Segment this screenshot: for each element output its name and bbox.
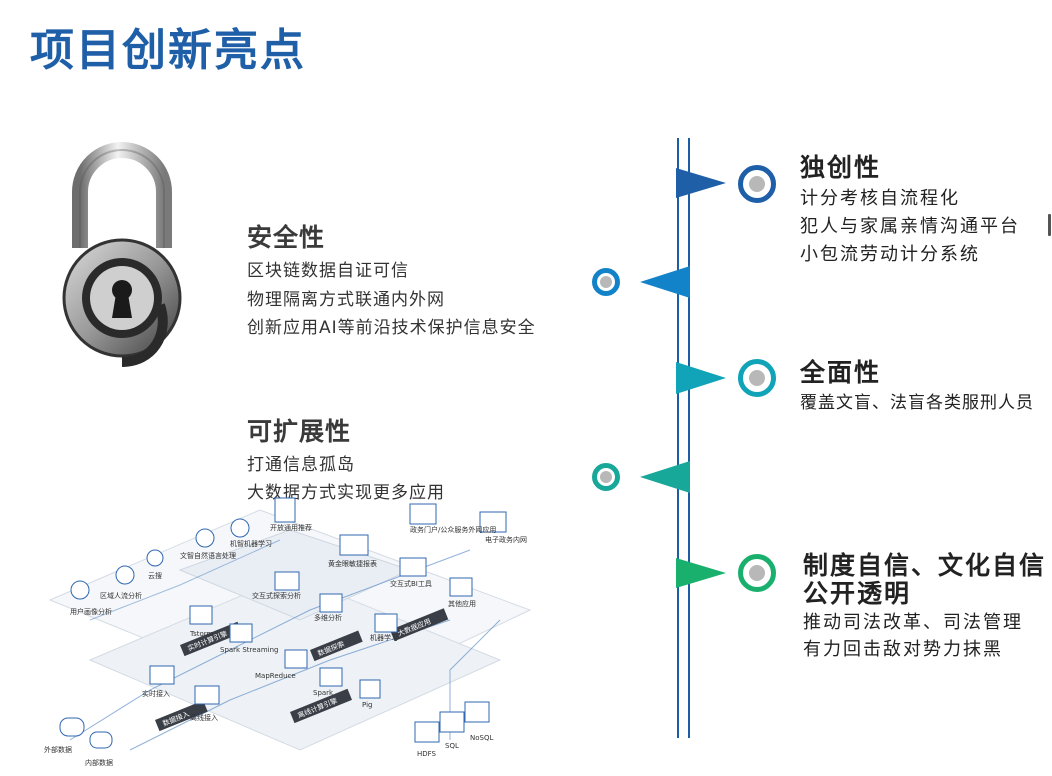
- right-arrow-confidence: [676, 558, 726, 588]
- timeline-node-security: [592, 268, 620, 296]
- padlock-icon: [62, 142, 182, 367]
- left-arrow-security: [640, 266, 690, 298]
- sql-label: SQL: [445, 742, 459, 750]
- right-arrow-comprehensive: [676, 362, 726, 394]
- spark-label: Spark: [313, 689, 334, 697]
- unique-heading: 独创性: [800, 153, 882, 182]
- security-heading: 安全性: [247, 223, 326, 252]
- left-arrow-scalability: [640, 461, 690, 493]
- unique-point-2: 犯人与家属亲情沟通平台: [800, 216, 1020, 237]
- mapreduce-label: MapReduce: [255, 672, 296, 680]
- security-point-3: 创新应用AI等前沿技术保护信息安全: [247, 318, 536, 338]
- hdfs-label: HDFS: [417, 750, 437, 758]
- nosql-label: NoSQL: [470, 734, 493, 742]
- external-data-label: 外部数据: [44, 745, 72, 754]
- timeline-node-scalability: [592, 463, 620, 491]
- timeline-node-unique: [738, 165, 776, 203]
- pig-label: Pig: [362, 701, 372, 709]
- bigdata-architecture-diagram: 实时计算引擎 数据探索 数据接入 离线计算引擎 大数据应用 外部数据 内部数据 …: [44, 497, 532, 767]
- timeline-node-comprehensive: [738, 359, 776, 397]
- scalability-heading: 可扩展性: [247, 417, 352, 446]
- scalability-point-2: 大数据方式实现更多应用: [247, 483, 445, 503]
- machine-learning-label: 机器学习: [370, 633, 398, 642]
- e-gov-label: 电子政务内网: [485, 535, 527, 544]
- confidence-heading-line2: 公开透明: [803, 579, 912, 608]
- right-arrow-unique: [676, 168, 726, 198]
- unique-point-1: 计分考核自流程化: [800, 188, 960, 209]
- nlp-label: 文智自然语言处理: [180, 551, 236, 560]
- interactive-bi-label: 交互式BI工具: [390, 579, 432, 588]
- cloud-search-label: 云搜: [148, 571, 162, 580]
- spark-streaming-label: Spark Streaming: [220, 646, 279, 654]
- user-profile-label: 用户画像分析: [70, 607, 112, 616]
- open-rec-label: 开放通用推荐: [270, 523, 312, 532]
- unique-point-3: 小包流劳动计分系统: [800, 244, 980, 265]
- multi-dim-label: 多维分析: [314, 613, 342, 622]
- page-title: 项目创新亮点: [30, 25, 306, 76]
- security-point-2: 物理隔离方式联通内外网: [247, 290, 445, 310]
- timeline-line-left: [677, 138, 679, 738]
- comprehensive-point-1: 覆盖文盲、法盲各类服刑人员: [800, 393, 1034, 413]
- internal-data-label: 内部数据: [85, 758, 113, 767]
- confidence-point-2: 有力回击敌对势力抹黑: [803, 639, 1003, 660]
- ml-label: 机智机器学习: [230, 539, 272, 548]
- security-point-1: 区块链数据自证可信: [247, 261, 409, 281]
- edge-mark: [1048, 214, 1051, 236]
- scalability-point-1: 打通信息孤岛: [247, 455, 355, 475]
- timeline-markers: [640, 168, 726, 588]
- confidence-point-1: 推动司法改革、司法管理: [803, 612, 1023, 633]
- timeline-node-confidence: [738, 554, 776, 592]
- comprehensive-heading: 全面性: [800, 358, 882, 387]
- realtime-ingest-label: 实时接入: [142, 689, 170, 698]
- confidence-heading-line1: 制度自信、文化自信: [803, 551, 1047, 580]
- timeline-line-right: [688, 138, 690, 738]
- tstorm-label: Tstorm: [189, 630, 214, 638]
- offline-ingest-label: 离线接入: [190, 713, 218, 722]
- gov-portal-label: 政务门户/公众服务外网应用: [410, 525, 496, 534]
- bi-report-label: 黄金眼敏捷报表: [328, 559, 377, 568]
- interactive-explore-label: 交互式探索分析: [252, 591, 301, 600]
- other-apps-label: 其他应用: [448, 599, 476, 608]
- region-flow-label: 区域人流分析: [100, 591, 142, 600]
